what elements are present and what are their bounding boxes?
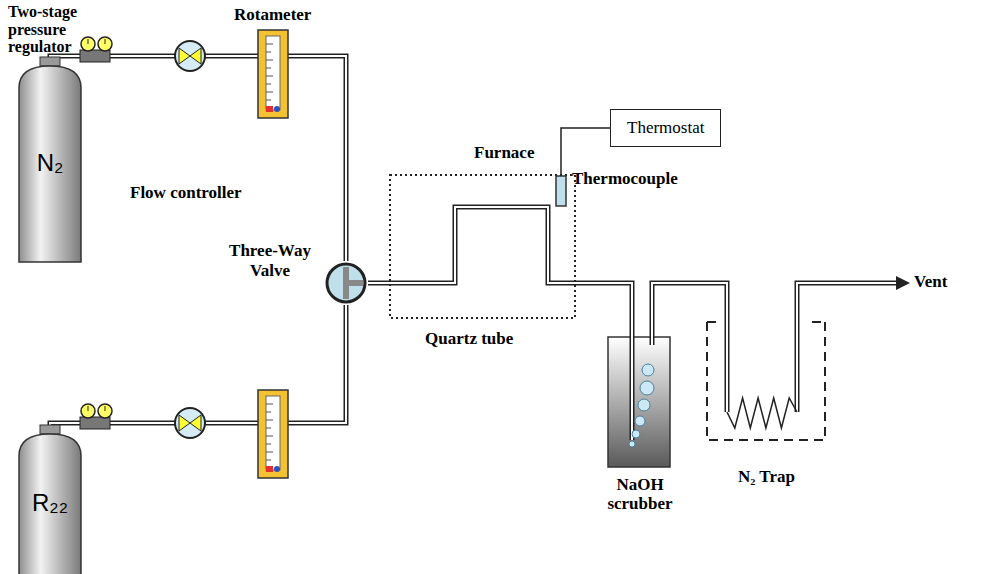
pipe — [368, 207, 898, 440]
cylinder-neck — [40, 57, 60, 66]
cooling-coil — [727, 398, 797, 428]
thermocouple-probe — [556, 176, 566, 206]
thermocouple-wire — [561, 128, 610, 176]
valve-circle — [327, 264, 365, 302]
cylinder-neck — [40, 425, 60, 434]
cylinder-outline — [19, 434, 81, 574]
part-label: Quartz tube — [425, 330, 513, 349]
part-label: Flow controller — [130, 184, 242, 203]
flow-controller — [175, 408, 205, 438]
part-label: Vent — [914, 273, 947, 292]
scrubber-beaker — [608, 337, 670, 467]
part-label: Furnace — [474, 144, 534, 163]
pipe-wall — [50, 56, 346, 261]
rotameter — [258, 30, 288, 118]
flow-controller — [175, 41, 205, 71]
pipe-bore — [50, 56, 346, 261]
cylinder-label: R₂₂ — [32, 489, 68, 517]
rotameter — [258, 390, 288, 478]
part-label: Two-stage pressure regulator — [8, 3, 120, 56]
controller-box: Thermostat — [610, 109, 721, 147]
valve-label: Three-Way Valve — [228, 241, 312, 280]
vent-arrowhead — [896, 276, 910, 290]
valve-bore — [346, 280, 363, 286]
three-way-valve: Three-Way Valve — [324, 261, 368, 305]
part-label: Thermocouple — [572, 170, 678, 189]
gas-bubbles — [629, 364, 654, 447]
valve-body — [324, 261, 368, 305]
pressure-regulator — [80, 37, 112, 62]
cylinder-outline — [19, 66, 81, 262]
gas-cylinder: N₂ — [18, 64, 82, 262]
part-label: N₂ Trap — [738, 468, 795, 487]
part-label: Rotameter — [234, 6, 311, 25]
cylinder-label: N₂ — [37, 149, 64, 177]
gas-line — [50, 56, 346, 261]
box-label: Thermostat — [627, 118, 704, 138]
part-label: NaOH scrubber — [598, 476, 682, 513]
gas-cylinder: R₂₂ — [18, 432, 82, 574]
pressure-regulator — [80, 404, 112, 429]
